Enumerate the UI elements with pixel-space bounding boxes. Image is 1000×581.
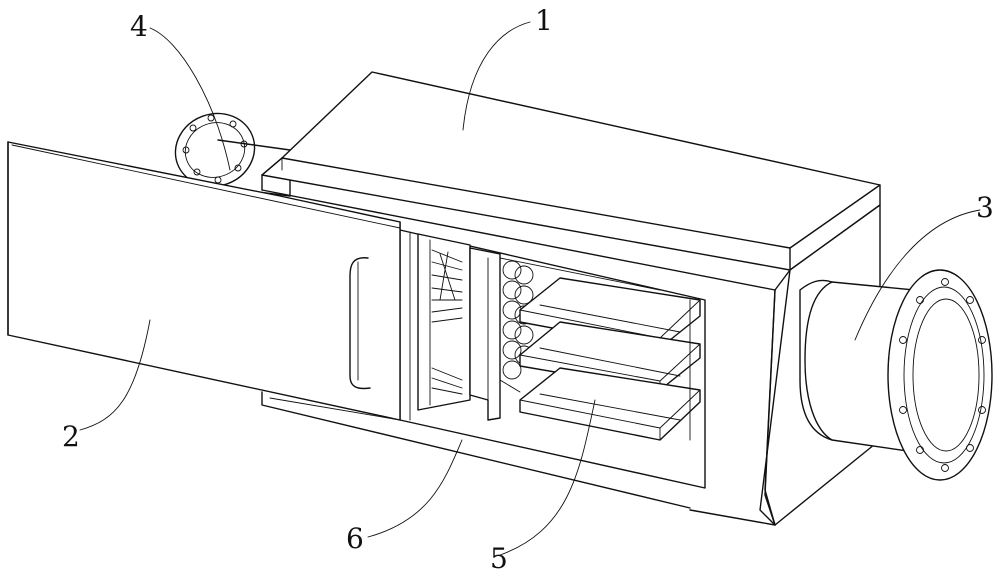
label-2: 2 xyxy=(62,420,80,453)
door-handle[interactable] xyxy=(349,257,371,390)
leader-line-4 xyxy=(149,27,231,171)
outlet-flange xyxy=(799,269,993,481)
label-4: 4 xyxy=(130,10,148,43)
leader-line-2 xyxy=(79,319,151,431)
leader-line-3 xyxy=(854,209,981,341)
filter-trays xyxy=(519,277,701,441)
leader-line-5 xyxy=(499,399,596,556)
leader-line-1 xyxy=(462,21,531,131)
label-1: 1 xyxy=(535,4,553,37)
label-6: 6 xyxy=(346,522,364,555)
inlet-flange xyxy=(174,112,291,197)
label-3: 3 xyxy=(976,191,994,224)
leader-lines xyxy=(79,21,981,556)
label-5: 5 xyxy=(490,542,508,575)
fan-section xyxy=(417,233,471,411)
door-panel xyxy=(7,141,401,421)
roller-assembly xyxy=(469,247,661,421)
leader-line-6 xyxy=(367,439,463,538)
